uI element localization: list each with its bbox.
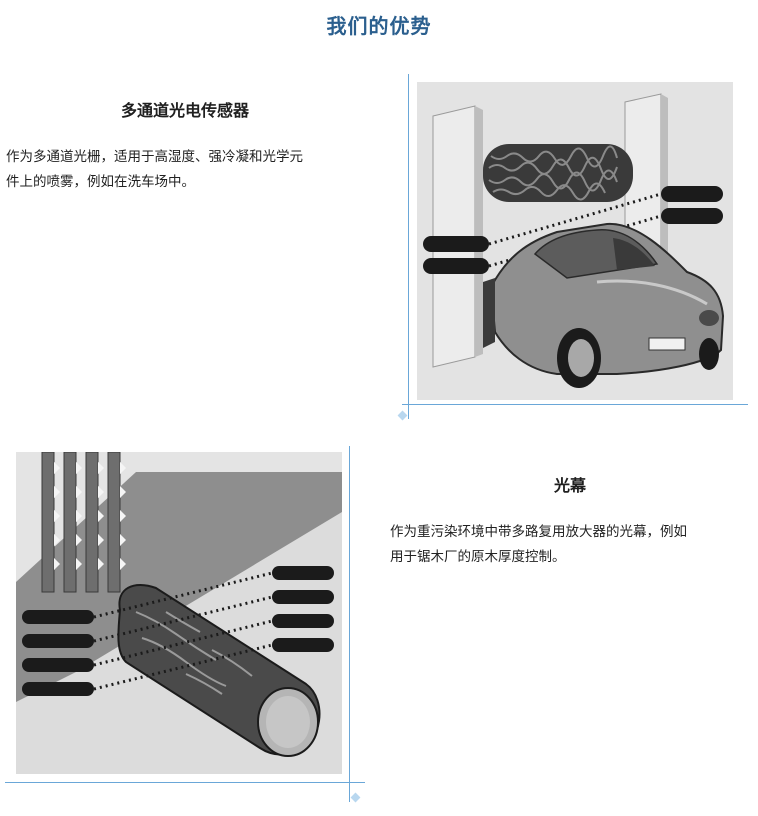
section-title-light-curtain: 光幕 bbox=[553, 476, 586, 495]
frame-corner-diamond-2 bbox=[350, 792, 361, 803]
frame-horizontal-line-1 bbox=[402, 404, 748, 405]
frame-horizontal-line-2 bbox=[5, 782, 365, 783]
desc-line-1: 作为重污染环境中带多路复用放大器的光幕，例如 bbox=[390, 524, 687, 540]
desc-line-1: 作为多通道光栅，适用于高湿度、强冷凝和光学元 bbox=[6, 149, 303, 165]
sawmill-illustration bbox=[16, 452, 342, 774]
section-desc-multichannel: 作为多通道光栅，适用于高湿度、强冷凝和光学元 件上的喷雾，例如在洗车场中。 bbox=[6, 145, 376, 195]
desc-line-2: 件上的喷雾，例如在洗车场中。 bbox=[6, 174, 195, 190]
section-title-multichannel: 多通道光电传感器 bbox=[120, 101, 249, 120]
car-wash-illustration bbox=[417, 82, 733, 400]
frame-vertical-line-2 bbox=[349, 446, 350, 802]
frame-corner-diamond-1 bbox=[397, 410, 408, 421]
frame-vertical-line-1 bbox=[408, 74, 409, 419]
page-title: 我们的优势 bbox=[326, 14, 432, 38]
desc-line-2: 用于锯木厂的原木厚度控制。 bbox=[390, 549, 566, 565]
section-desc-light-curtain: 作为重污染环境中带多路复用放大器的光幕，例如 用于锯木厂的原木厚度控制。 bbox=[390, 520, 756, 570]
